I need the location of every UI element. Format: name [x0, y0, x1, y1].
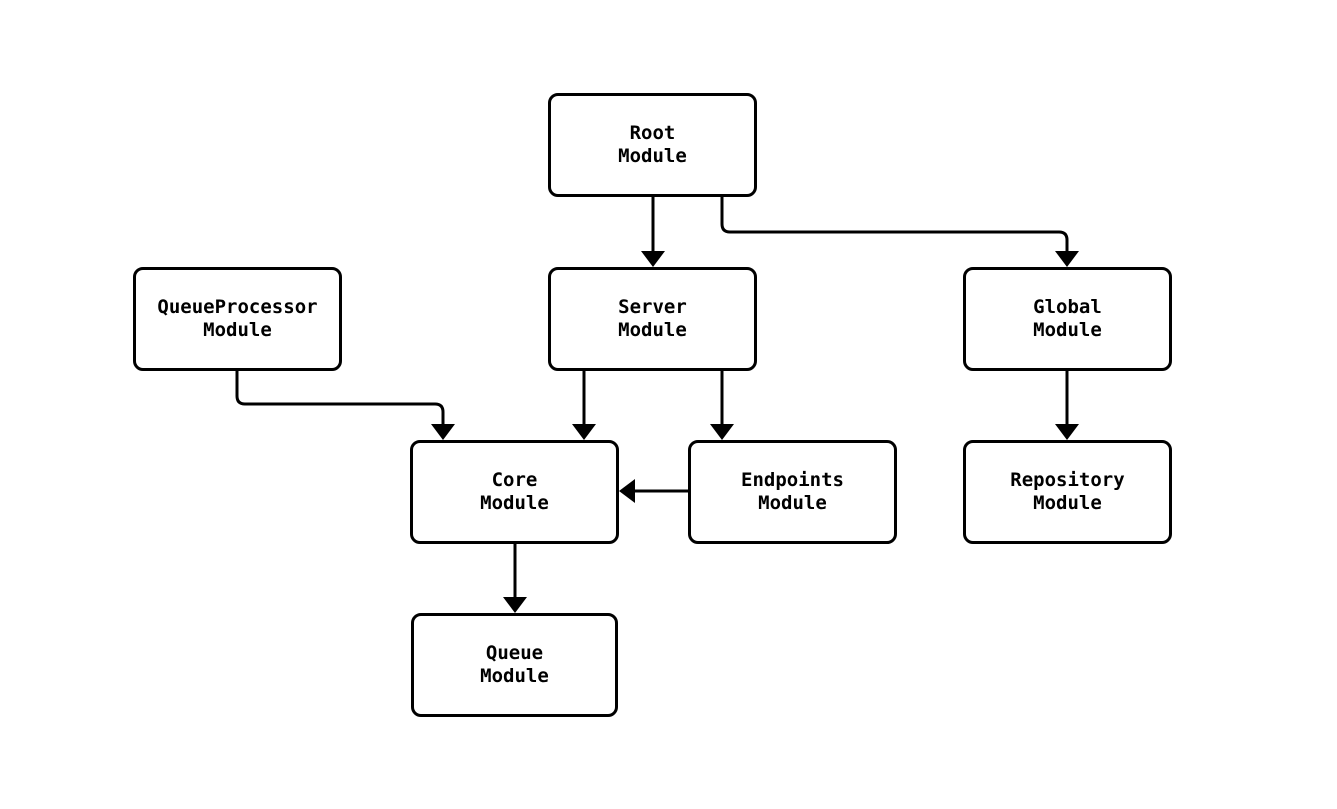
node-root-module: Root Module	[548, 93, 757, 197]
node-repository-module: Repository Module	[963, 440, 1172, 544]
node-repository-module-label: Repository Module	[1010, 469, 1125, 514]
edge-global-to-repository	[1055, 371, 1079, 440]
edge-endpoints-to-core	[619, 479, 688, 503]
node-core-module-label: Core Module	[480, 469, 549, 514]
node-queue-module-label: Queue Module	[480, 642, 549, 687]
edge-server-to-core	[572, 371, 596, 440]
node-global-module-label: Global Module	[1033, 296, 1102, 341]
edge-queueprocessor-to-core	[235, 371, 455, 440]
node-root-module-label: Root Module	[618, 122, 687, 167]
edge-core-to-queue	[503, 544, 527, 613]
node-queueprocessor-module: QueueProcessor Module	[133, 267, 342, 371]
node-endpoints-module: Endpoints Module	[688, 440, 897, 544]
node-core-module: Core Module	[410, 440, 619, 544]
edge-root-to-server	[641, 197, 665, 267]
node-queue-module: Queue Module	[411, 613, 618, 717]
edge-server-to-endpoints	[710, 371, 734, 440]
node-server-module: Server Module	[548, 267, 757, 371]
node-global-module: Global Module	[963, 267, 1172, 371]
node-queueprocessor-module-label: QueueProcessor Module	[157, 296, 318, 341]
node-endpoints-module-label: Endpoints Module	[741, 469, 844, 514]
edge-root-to-global	[720, 197, 1079, 267]
node-server-module-label: Server Module	[618, 296, 687, 341]
